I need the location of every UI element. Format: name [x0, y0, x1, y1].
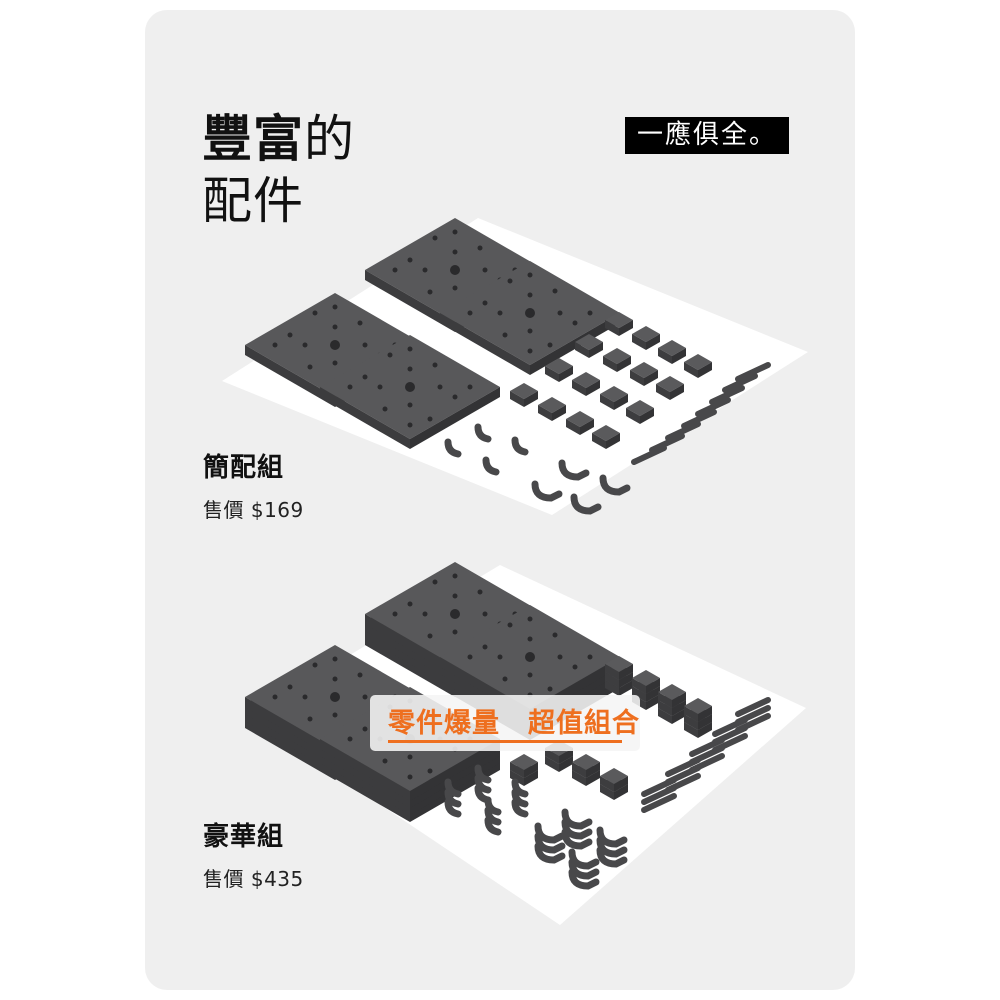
basic-kit-name: 簡配組 — [203, 453, 285, 483]
promo-banner: 零件爆量 超值組合 — [370, 695, 640, 751]
price-label: 售價 — [203, 867, 244, 891]
promo-text: 零件爆量 超值組合 — [388, 708, 640, 739]
basic-kit-illustration — [222, 218, 808, 515]
page-title: 豐富的 配件 — [202, 108, 355, 232]
basic-kit-price: 售價 $169 — [203, 494, 304, 523]
title-bold: 豐富 — [202, 110, 304, 168]
deluxe-kit-name: 豪華組 — [203, 822, 285, 852]
price-value: $169 — [250, 498, 304, 522]
deluxe-kit-price: 售價 $435 — [203, 863, 304, 892]
title-line2: 配件 — [202, 172, 304, 230]
title-rest: 的 — [304, 110, 355, 168]
price-value: $435 — [250, 867, 304, 891]
promo-underline — [388, 740, 622, 743]
tagline-badge: 一應俱全。 — [625, 117, 789, 154]
price-label: 售價 — [203, 498, 244, 522]
